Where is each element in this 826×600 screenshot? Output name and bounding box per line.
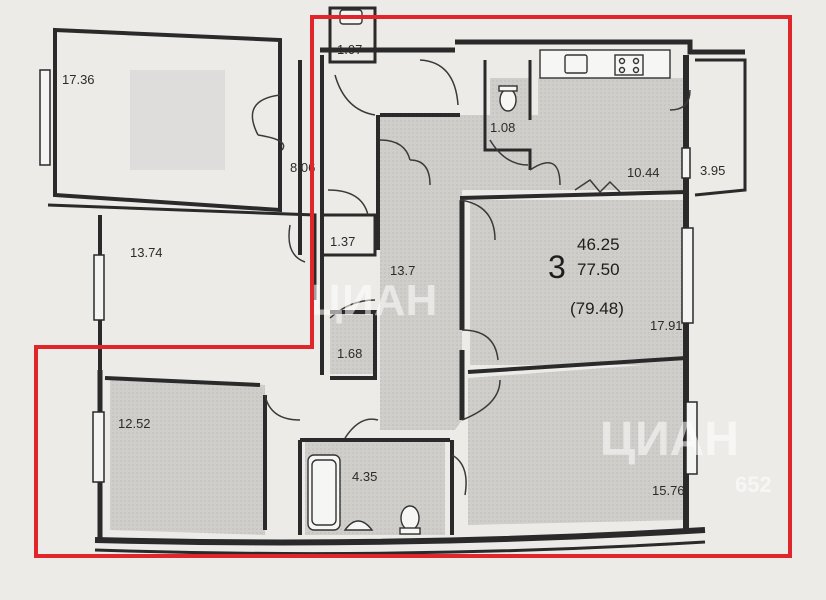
window (92, 411, 105, 483)
total-with-balcony: (79.48) (570, 299, 624, 318)
stove (614, 54, 644, 76)
highlight-outline (34, 15, 792, 558)
area-label: 1.68 (337, 346, 362, 361)
area-label: 4.35 (352, 469, 377, 484)
total-area: 77.50 (577, 260, 620, 279)
stove-burner (632, 66, 640, 74)
stove-burner (618, 57, 626, 65)
area-labels: 1.07 17.36 8.06 13.74 1.37 1.08 10.44 3.… (62, 42, 725, 498)
fixtures (307, 9, 671, 535)
stove-burner (632, 57, 640, 65)
rooms-count: 3 (548, 249, 566, 285)
doors (251, 59, 691, 496)
area-label: 15.76 (652, 483, 685, 498)
area-label: 13.7 (390, 263, 415, 278)
living-area: 46.25 (577, 235, 620, 254)
floor-bedroom-1252 (110, 378, 265, 535)
area-label: 1.37 (330, 234, 355, 249)
watermark-logo-large: ЦИАН (600, 413, 739, 466)
bathtub-inner (311, 459, 337, 526)
window (681, 227, 694, 324)
watermarks: ЦИАН ЦИАН 652 (310, 276, 772, 497)
area-label: 8.06 (290, 160, 315, 175)
toilet-tank (498, 85, 518, 92)
window (93, 254, 105, 321)
area-label: 13.74 (130, 245, 163, 260)
floor-kitchen (538, 78, 686, 190)
floor-corridor (380, 115, 538, 430)
floor-bedroom-1576 (468, 362, 686, 525)
watermark-phone: 652 (735, 472, 772, 497)
window (39, 69, 51, 166)
apartment-summary: 3 46.25 77.50 (79.48) (548, 235, 624, 318)
window (685, 401, 698, 475)
area-label: 12.52 (118, 416, 151, 431)
area-label: 10.44 (627, 165, 660, 180)
sink (343, 520, 374, 531)
watermark-logo: ЦИАН (310, 276, 437, 325)
stove-burner (618, 66, 626, 74)
obscured-area (130, 70, 225, 170)
toilet-tank (399, 527, 421, 535)
area-label: 1.07 (337, 42, 362, 57)
floor-bedroom-1791 (470, 200, 686, 365)
area-label: 1.08 (490, 120, 515, 135)
area-label: 17.91 (650, 318, 683, 333)
windows (39, 69, 698, 483)
area-label: 3.95 (700, 163, 725, 178)
toilet (400, 505, 420, 531)
toilet (499, 88, 517, 112)
area-label: 17.36 (62, 72, 95, 87)
window (681, 147, 691, 179)
kitchen-counter (539, 49, 671, 79)
kitchen-sink (564, 54, 588, 74)
floor-closet-168 (330, 312, 375, 374)
